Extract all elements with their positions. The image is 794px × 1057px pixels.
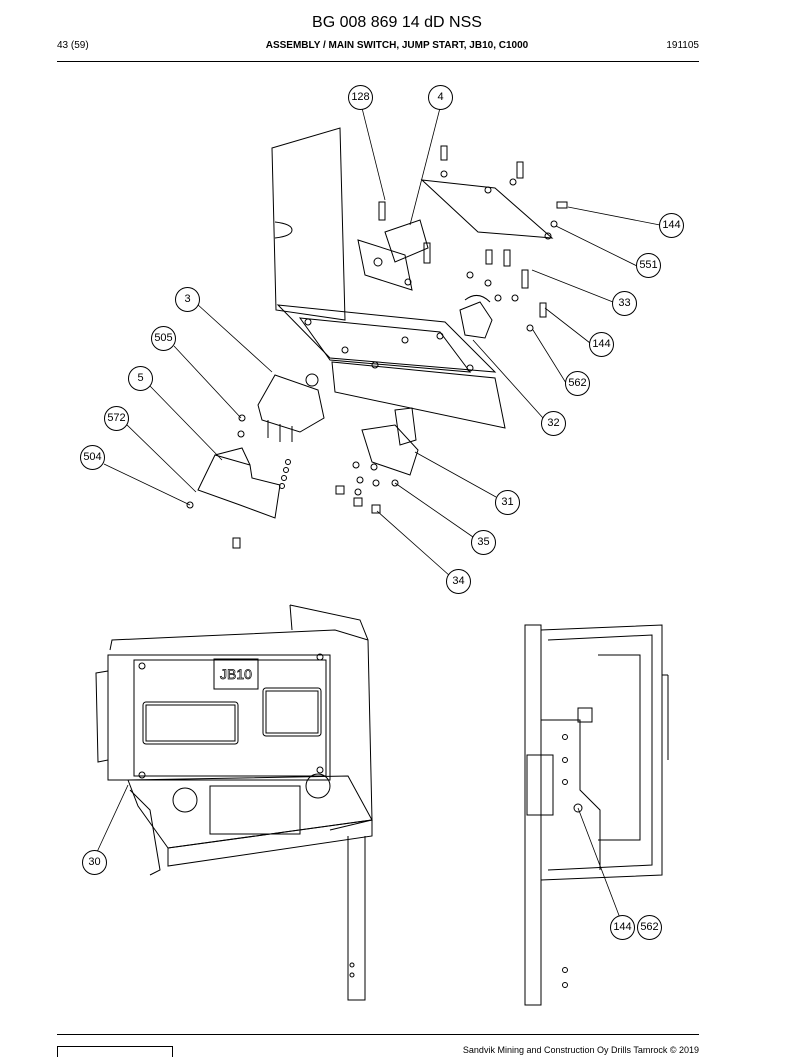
callout-128: 128 <box>348 85 373 110</box>
callout-551: 551 <box>636 253 661 278</box>
header-rule <box>57 61 699 62</box>
callout-35: 35 <box>471 530 496 555</box>
callout-505: 505 <box>151 326 176 351</box>
callout-144: 144 <box>589 332 614 357</box>
document-date: 191105 <box>666 40 699 51</box>
installed-front-view <box>95 604 373 1001</box>
callout-32: 32 <box>541 411 566 436</box>
callout-34: 34 <box>446 569 471 594</box>
callout-31: 31 <box>495 490 520 515</box>
callout-5: 5 <box>128 366 153 391</box>
callout-562: 562 <box>565 371 590 396</box>
page-number: 43 (59) <box>57 40 89 51</box>
page-title: ASSEMBLY / MAIN SWITCH, JUMP START, JB10… <box>265 40 529 51</box>
callout-572: 572 <box>104 406 129 431</box>
leader-lines <box>96 107 661 919</box>
callout-562: 562 <box>637 915 662 940</box>
callout-144: 144 <box>610 915 635 940</box>
installed-side-view <box>524 624 669 1006</box>
callout-4: 4 <box>428 85 453 110</box>
callout-504: 504 <box>80 445 105 470</box>
callout-144: 144 <box>659 213 684 238</box>
callout-33: 33 <box>612 291 637 316</box>
nut-group <box>186 170 558 549</box>
company-logo <box>57 1046 173 1057</box>
footer-rule <box>57 1034 699 1035</box>
callout-30: 30 <box>82 850 107 875</box>
callout-3: 3 <box>175 287 200 312</box>
bolt-group <box>378 145 568 318</box>
footer-copyright: Sandvik Mining and Construction Oy Drill… <box>462 1045 699 1055</box>
document-number: BG 008 869 14 dD NSS <box>312 14 482 31</box>
exploded-view <box>186 127 568 549</box>
box-label: JB10 <box>220 666 252 682</box>
